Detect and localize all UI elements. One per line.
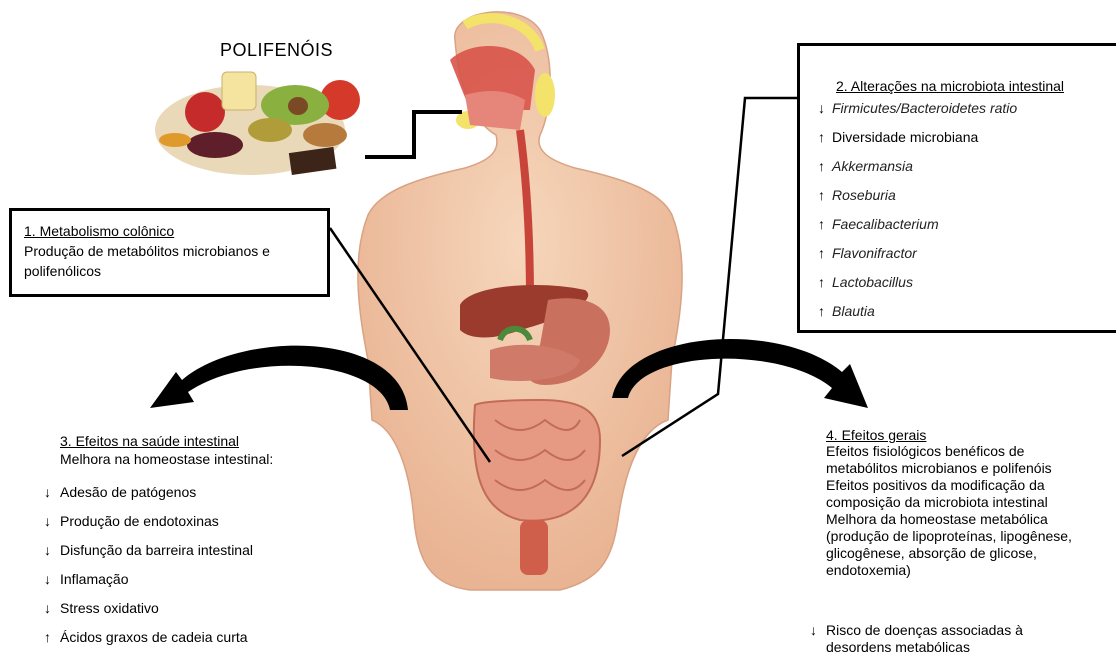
general-effects-line: (produção de lipoproteínas, lipogênese, [826,528,1116,545]
up-arrow-icon: ↑ [818,214,832,234]
food-connector-line [365,112,462,157]
microbiota-item: ↓Firmicutes/Bacteroidetes ratio [818,98,1017,118]
up-arrow-icon: ↑ [44,627,60,647]
microbiota-item-label: Faecalibacterium [832,216,939,232]
down-arrow-icon: ↓ [810,622,826,639]
down-arrow-icon: ↓ [818,98,832,118]
gut-effect-item: ↑Ácidos graxos de cadeia curta [44,627,248,647]
microbiota-item: ↑Faecalibacterium [818,214,939,234]
microbiota-changes-title: 2. Alterações na microbiota intestinal [836,78,1064,94]
gut-effect-label: Adesão de patógenos [60,484,196,500]
gut-effect-item: ↓Disfunção da barreira intestinal [44,540,253,560]
colonic-metabolism-title: 1. Metabolismo colônico [24,223,315,239]
metabolic-disease-risk: ↓Risco de doenças associadas à desordens… [810,622,1023,656]
microbiota-item-label: Roseburia [832,187,896,203]
microbiota-item: ↑Flavonifractor [818,243,917,263]
general-effects-line: Melhora da homeostase metabólica [826,511,1116,528]
up-arrow-icon: ↑ [818,156,832,176]
microbiota-item: ↑Akkermansia [818,156,913,176]
general-effects-line: endotoxemia) [826,562,1116,579]
gut-health-effects-section: 3. Efeitos na saúde intestinal Melhora n… [60,433,273,469]
polyphenols-title: POLIFENÓIS [220,40,333,61]
gut-effect-label: Produção de endotoxinas [60,513,219,529]
risk-line-2: desordens metabólicas [826,639,970,655]
gut-effect-label: Ácidos graxos de cadeia curta [60,629,248,645]
microbiota-item-label: Flavonifractor [832,245,917,261]
gut-effect-item: ↓Adesão de patógenos [44,482,196,502]
down-arrow-icon: ↓ [44,540,60,560]
up-arrow-icon: ↑ [818,127,832,147]
colonic-metabolism-text: Produção de metabólitos microbianos e po… [24,241,315,281]
microbiota-item: ↑Blautia [818,301,875,321]
down-arrow-icon: ↓ [44,482,60,502]
microbiota-item-label: Lactobacillus [832,274,913,290]
gut-effect-label: Inflamação [60,571,128,587]
microbiota-item: ↑Lactobacillus [818,272,913,292]
microbiota-item-label: Diversidade microbiana [832,129,978,145]
down-arrow-icon: ↓ [44,569,60,589]
gut-effect-label: Stress oxidativo [60,600,159,616]
general-effects-title: 4. Efeitos gerais [826,427,1116,443]
gut-effect-item: ↓Produção de endotoxinas [44,511,219,531]
gut-effect-item: ↓Inflamação [44,569,128,589]
up-arrow-icon: ↑ [818,243,832,263]
general-effects-line: metabólitos microbianos e polifenóis [826,460,1116,477]
gut-effect-label: Disfunção da barreira intestinal [60,542,253,558]
down-arrow-icon: ↓ [44,598,60,618]
microbiota-item-label: Blautia [832,303,875,319]
gut-health-effects-title: 3. Efeitos na saúde intestinal [60,433,273,449]
general-effects-section: 4. Efeitos gerais Efeitos fisiológicos b… [826,427,1116,579]
general-effects-line: Efeitos fisiológicos benéficos de [826,443,1116,460]
microbiota-changes-box: 2. Alterações na microbiota intestinal ↓… [797,43,1116,333]
microbiota-item: ↑Roseburia [818,185,896,205]
down-arrow-icon: ↓ [44,511,60,531]
microbiota-item-label: Akkermansia [832,158,913,174]
microbiota-item-label: Firmicutes/Bacteroidetes ratio [832,100,1017,116]
up-arrow-icon: ↑ [818,185,832,205]
colonic-metabolism-box: 1. Metabolismo colônico Produção de meta… [9,208,330,297]
risk-line-1: Risco de doenças associadas à [826,622,1023,638]
general-effects-line: composição da microbiota intestinal [826,494,1116,511]
up-arrow-icon: ↑ [818,301,832,321]
gut-effect-item: ↓Stress oxidativo [44,598,159,618]
up-arrow-icon: ↑ [818,272,832,292]
polyphenol-foods-illustration [155,72,360,175]
general-effects-line: Efeitos positivos da modificação da [826,477,1116,494]
general-effects-line: glicogênese, absorção de glicose, [826,545,1116,562]
gut-health-effects-subtitle: Melhora na homeostase intestinal: [60,449,273,469]
microbiota-item: ↑Diversidade microbiana [818,127,978,147]
